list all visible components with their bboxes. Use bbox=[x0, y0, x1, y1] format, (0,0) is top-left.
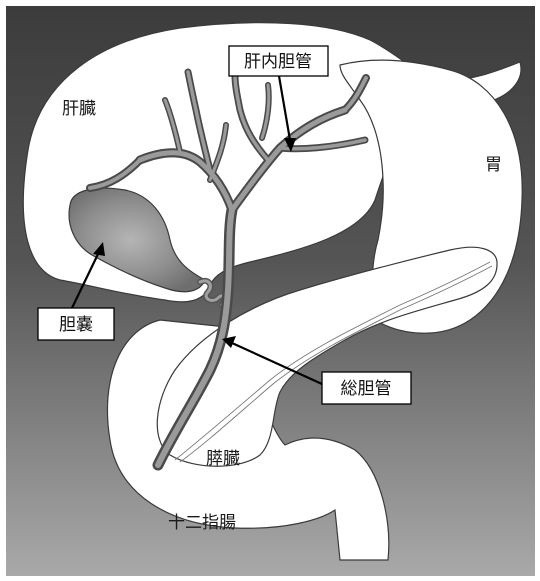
intrahepatic-duct-label: 肝内胆管 bbox=[244, 52, 312, 72]
pancreas-label: 膵臓 bbox=[206, 449, 240, 469]
common-bile-duct-label: 総胆管 bbox=[341, 379, 392, 399]
gallbladder-label: 胆嚢 bbox=[59, 315, 93, 335]
duodenum-label: 十二指腸 bbox=[168, 513, 236, 533]
stomach-label: 胃 bbox=[485, 155, 502, 175]
liver-label: 肝臓 bbox=[62, 99, 96, 119]
